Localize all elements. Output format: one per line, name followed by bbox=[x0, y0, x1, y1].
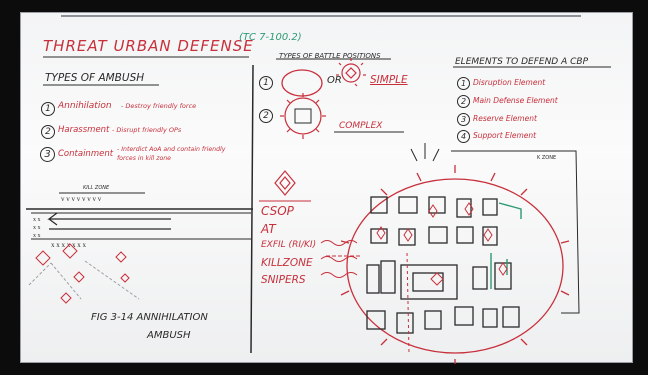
threat-item-exfil: EXFIL (RI/KI) bbox=[261, 241, 316, 250]
ambush-item-2-num: 2 bbox=[41, 125, 55, 139]
bp-simple-label: SIMPLE bbox=[370, 75, 408, 86]
ambush-item-3-name: Containment bbox=[58, 150, 113, 159]
svg-text:x x: x x bbox=[33, 217, 41, 223]
svg-text:v v v v v v v v: v v v v v v v v bbox=[61, 195, 102, 203]
bp-item-2-num: 2 bbox=[259, 109, 273, 123]
kill-zone-tag: K ZONE bbox=[537, 156, 556, 161]
ambush-item-1-num: 1 bbox=[41, 102, 55, 116]
ambush-item-1-desc: - Destroy friendly force bbox=[121, 103, 196, 110]
cbp-item-4-label: Support Element bbox=[473, 132, 536, 140]
bp-or-word: OR bbox=[327, 76, 342, 86]
complex-bp-shape bbox=[280, 93, 326, 139]
cbp-item-1-num: 1 bbox=[457, 77, 470, 90]
board-title: THREAT URBAN DEFENSE bbox=[43, 39, 254, 54]
cbp-heading: ELEMENTS TO DEFEND A CBP bbox=[455, 58, 588, 67]
ambush-item-2-name: Harassment bbox=[58, 126, 109, 135]
whiteboard: v v v v v v v v x x x x x x x x x x x x … bbox=[20, 12, 633, 363]
complex-bp-core bbox=[295, 109, 311, 123]
sniper-wave-lines bbox=[321, 241, 361, 278]
svg-text:x x: x x bbox=[33, 225, 41, 231]
ambush-item-1-name: Annihilation bbox=[58, 102, 112, 111]
cbp-item-1-label: Disruption Element bbox=[473, 79, 545, 87]
cbp-item-4-num: 4 bbox=[457, 130, 470, 143]
cbp-item-2-label: Main Defense Element bbox=[473, 97, 558, 105]
ambush-figure-sketch bbox=[29, 244, 139, 303]
cbp-item-3-label: Reserve Element bbox=[473, 115, 537, 123]
bp-heading: TYPES OF BATTLE POSITIONS bbox=[279, 53, 381, 60]
ambush-item-3-num: 3 bbox=[40, 147, 55, 162]
threat-item-killzone: KILLZONE bbox=[261, 258, 313, 269]
cbp-item-3-num: 3 bbox=[457, 113, 470, 126]
threat-item-at: AT bbox=[261, 223, 276, 235]
figure-caption-line1: FIG 3-14 ANNIHILATION bbox=[91, 313, 208, 323]
threat-diamond-icon bbox=[275, 171, 295, 195]
board-reference: (TC 7-100.2) bbox=[239, 33, 302, 43]
ambush-item-3-desc: - Interdict AoA and contain friendly for… bbox=[117, 145, 227, 164]
ambush-lane-sketch: v v v v v v v v x x x x x x x x x x x x … bbox=[31, 193, 251, 249]
ambush-heading: TYPES OF AMBUSH bbox=[45, 73, 144, 84]
kill-zone-label: KILL ZONE bbox=[83, 186, 109, 191]
bp-item-1-num: 1 bbox=[259, 76, 273, 90]
threat-item-snipers: SNIPERS bbox=[261, 275, 306, 286]
svg-text:x x: x x bbox=[33, 233, 41, 239]
threat-item-csop: CSOP bbox=[261, 205, 294, 217]
ambush-item-2-desc: - Disrupt friendly OPs bbox=[112, 127, 181, 134]
bp-complex-label: COMPLEX bbox=[339, 122, 382, 131]
simple-bp-shape bbox=[282, 70, 322, 96]
cbp-item-2-num: 2 bbox=[457, 95, 470, 108]
cbp-buildings bbox=[367, 197, 519, 333]
figure-caption-line2: AMBUSH bbox=[147, 331, 191, 341]
approach-arrows bbox=[411, 143, 439, 161]
